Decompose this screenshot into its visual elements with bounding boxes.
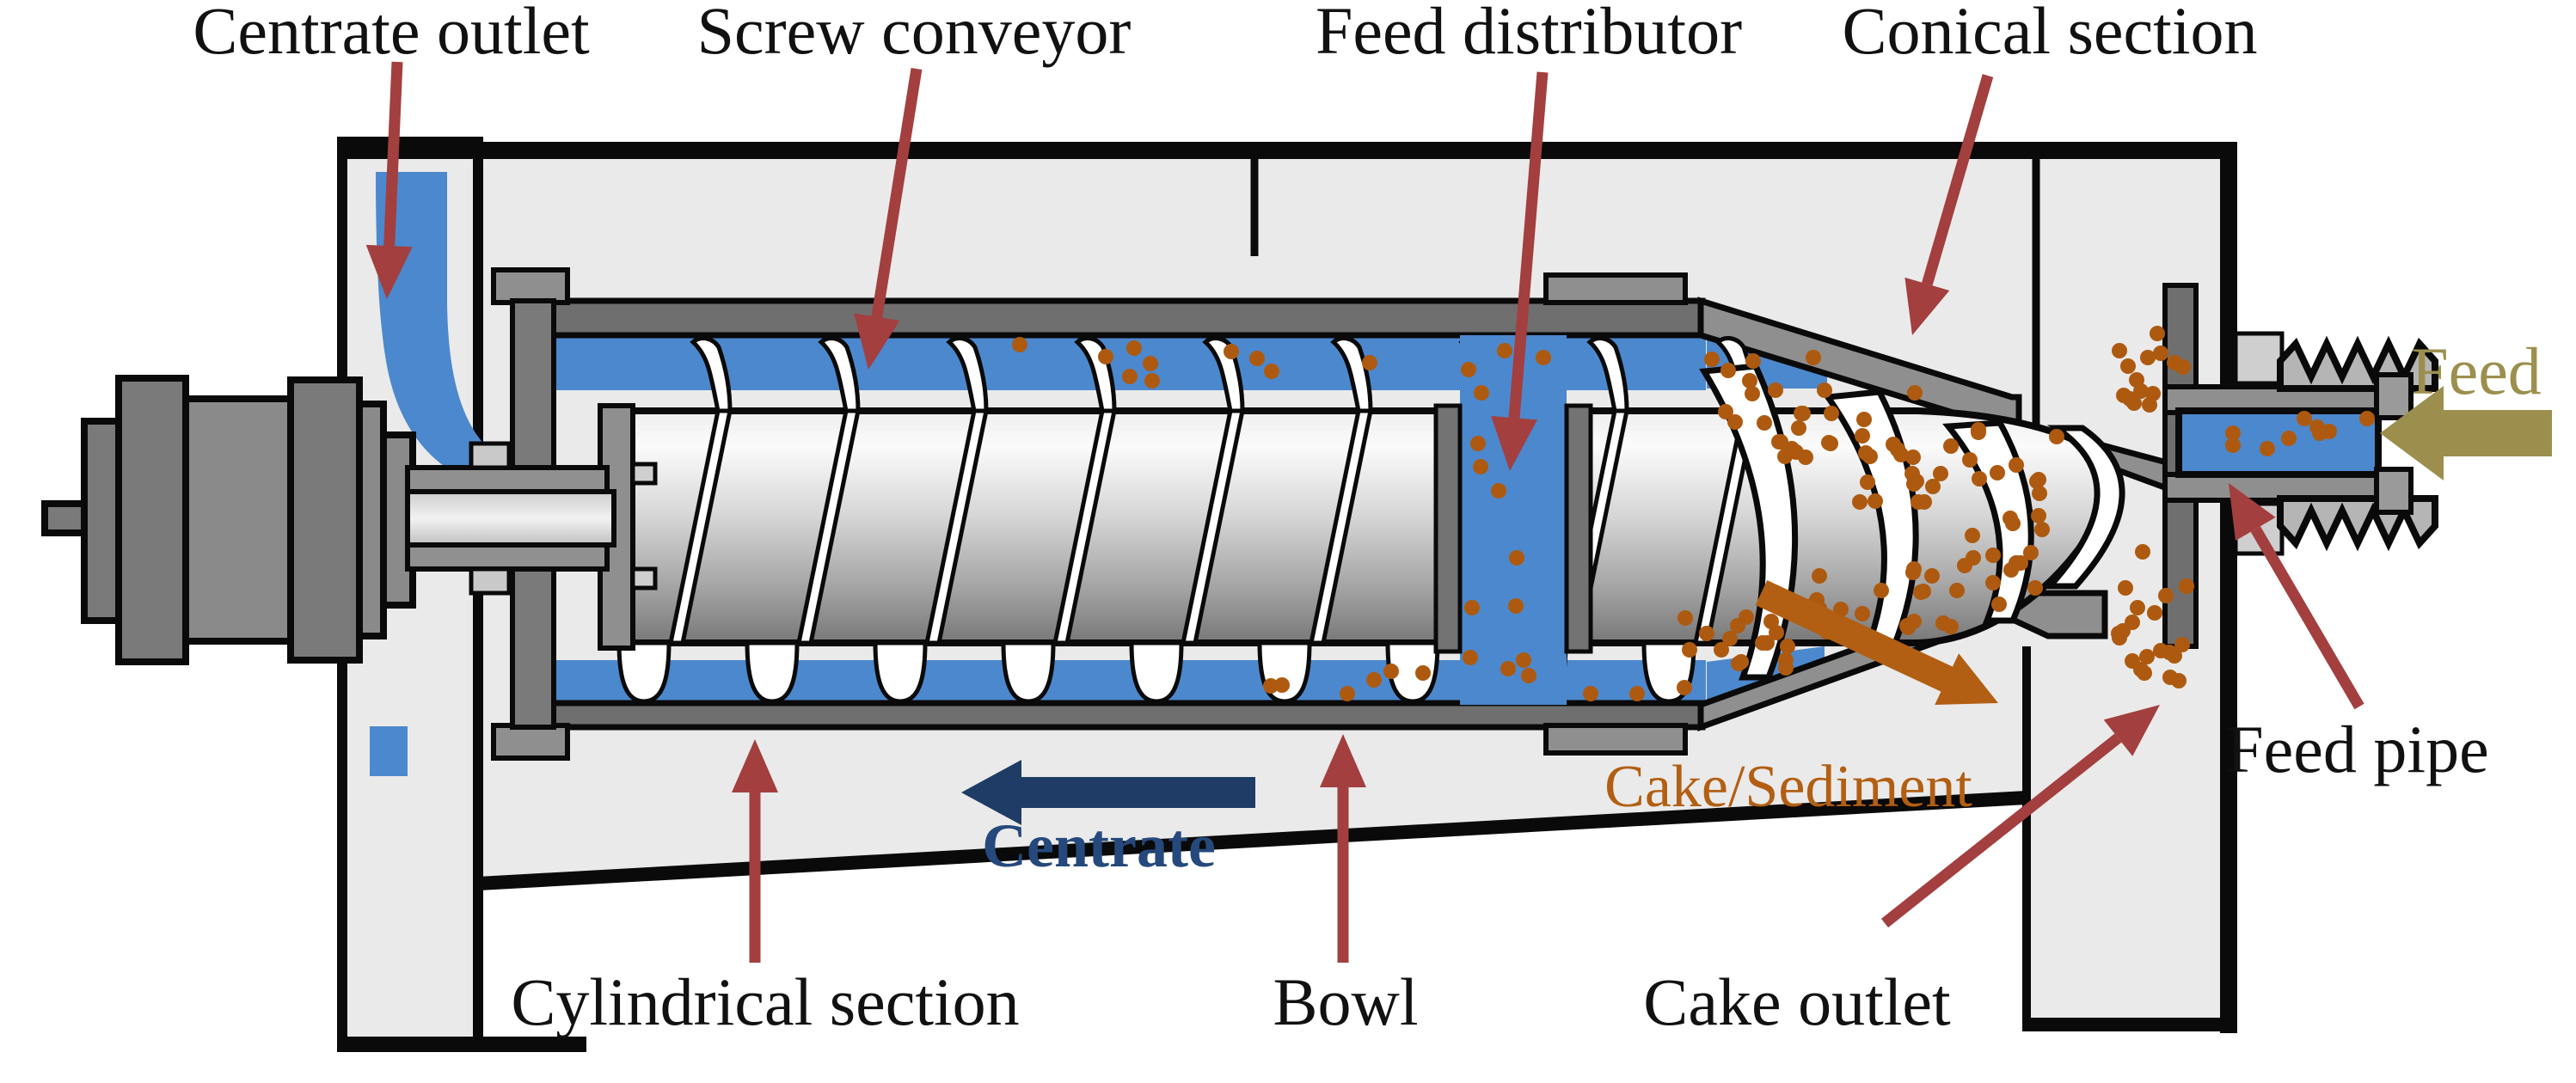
bowl-arrow [1320,734,1366,963]
label-feed-distributor: Feed distributor [1316,0,1742,68]
particle-cluster-cake-outlet-fall [2111,544,2194,688]
label-feed: Feed [2411,333,2542,408]
hub-left-block-bottom [630,566,658,590]
gearbox-block-mid [182,395,294,645]
casing-floor [477,791,2027,890]
particle-cluster-cone-top-2 [1852,385,1959,510]
bowl-flange-bottom-junction [1543,723,1688,756]
gearbox-block-1 [115,375,189,665]
bowl-flange-top-left [491,267,570,305]
cake-flow-arrow [1755,580,1998,706]
bearing-bottom [469,566,512,596]
labels: Centrate outlet Screw conveyor Feed dist… [193,0,2541,1039]
particle-cluster-top-blue-sparse [1012,337,1476,389]
distributor-wall-right [1564,403,1593,654]
particle-cluster-cone-top-1 [1704,350,1839,465]
pipe-flange-bottom [2374,467,2413,515]
coupling-plate [356,401,387,639]
label-conical-section: Conical section [1842,0,2257,68]
bowl-flange-bottom-left [491,723,570,761]
casing-top-edge [340,142,2237,159]
centrate-outlet-arrow [365,61,413,299]
particle-cluster-bottom-blue-sparse [1263,664,1692,701]
mount-block-top [2233,331,2285,386]
flight-blade [1257,335,1374,704]
flight-blade [873,335,990,704]
drive-assembly [41,375,616,665]
label-centrate-outlet: Centrate outlet [193,0,590,68]
label-cake-outlet: Cake outlet [1643,964,1951,1039]
bearing-top [469,441,512,470]
casing-bottom-left-edge [340,1037,586,1052]
conical-section-arrow [1904,74,1994,335]
particle-cluster-cone-top-3 [1962,422,2064,543]
particle-cluster-cone-bottom-3 [1935,545,2043,634]
shaft-sleeve-bottom [405,542,610,572]
particle-cluster-distributor-column [1463,343,1551,683]
bowl-flange-top-junction [1543,272,1688,305]
particle-cluster-cone-bottom-1 [1677,601,1799,676]
casing-right-wall-upper [2220,142,2237,389]
screw-conveyor-arrow [854,67,923,370]
label-cake-sediment: Cake/Sediment [1604,754,1972,820]
particle-cluster-cone-end-top [2112,326,2191,413]
distributor-wall-left [1433,403,1463,654]
gearbox-plate-1 [81,418,122,624]
label-feed-pipe: Feed pipe [2226,712,2488,786]
feed-flow-arrow [2380,386,2552,480]
feed-pipe-arrow [2229,483,2364,710]
cylindrical-section-arrow [732,739,778,963]
label-cylindrical-section: Cylindrical section [511,964,1019,1039]
drive-shaft-stub [41,500,89,536]
feed-pipe-channel [2175,407,2382,478]
bowl-top-wall [511,297,1706,339]
label-bowl: Bowl [1273,964,1418,1039]
label-centrate: Centrate [982,811,1216,880]
hub-end-flight [2043,425,2125,590]
feed-distributor-arrow [1491,71,1549,471]
label-arrows [365,61,2364,963]
casing-right-wall-lower [2220,499,2237,1033]
particle-cluster-feed-pipe-flow [2225,411,2375,456]
pipe-flange-top [2374,372,2413,420]
flight-blade [1001,335,1118,704]
centrate-outlet-channel [370,172,512,776]
cake-outlet-arrow [1880,705,2160,928]
hub-left-block-top [630,462,658,486]
label-screw-conveyor: Screw conveyor [697,0,1132,68]
shaft-core [405,489,616,548]
bowl-bottom-wall [511,700,1706,731]
flight-blade [616,335,733,704]
gearbox-block-2 [287,376,363,664]
casing-bottom-right-edge [2022,1018,2234,1031]
shaft-sleeve-top [405,465,610,494]
centrate-flow-arrow [961,760,1255,825]
flight-blade [745,335,862,704]
flight-blade [1129,335,1246,704]
flow-arrows [961,386,2552,825]
